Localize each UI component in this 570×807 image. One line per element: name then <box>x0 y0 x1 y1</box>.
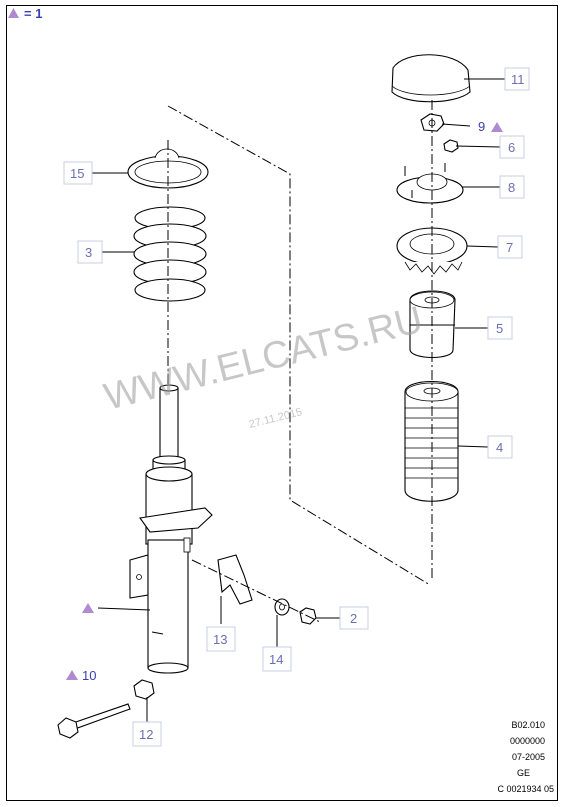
callout-14[interactable]: 14 <box>262 646 292 672</box>
legend-text: = 1 <box>24 6 42 21</box>
callout-6[interactable]: 6 <box>499 135 525 159</box>
svg-text:6: 6 <box>508 140 515 155</box>
svg-text:14: 14 <box>269 652 283 667</box>
coil-spring <box>133 206 207 302</box>
code-line-3: 07-2005 <box>512 752 545 762</box>
callout-9[interactable]: 9 <box>478 119 503 134</box>
brake-hose-clip <box>217 554 253 605</box>
svg-text:9: 9 <box>478 119 485 134</box>
callout-4[interactable]: 4 <box>487 435 513 459</box>
triangle-icon <box>66 670 78 680</box>
watermark-date: 27.11.2015 <box>248 406 304 431</box>
triangle-icon <box>491 122 503 132</box>
strut-leader <box>97 607 151 611</box>
svg-text:13: 13 <box>213 632 227 647</box>
leader-6 <box>455 145 501 148</box>
callout-5[interactable]: 5 <box>487 316 513 340</box>
tube-bottom <box>147 662 189 674</box>
hardware-axis <box>191 559 321 623</box>
drawing-codes: B02.010 0000000 07-2005 GE C 0021934 05 <box>497 720 554 794</box>
svg-text:11: 11 <box>511 72 525 87</box>
svg-text:2: 2 <box>350 611 357 626</box>
svg-text:8: 8 <box>508 180 515 195</box>
diagram-frame <box>6 5 558 801</box>
assembly-outline <box>167 105 431 586</box>
code-line-4: GE <box>517 768 530 778</box>
spring-coil-5 <box>134 278 206 302</box>
code-line-2: 0000000 <box>510 736 545 746</box>
callout-15[interactable]: 15 <box>63 161 93 185</box>
callout-7[interactable]: 7 <box>497 235 523 259</box>
callout-12[interactable]: 12 <box>132 721 162 747</box>
legend: = 1 <box>8 6 42 21</box>
bracket-hole <box>136 574 142 580</box>
callout-11[interactable]: 11 <box>504 67 530 91</box>
callout-8[interactable]: 8 <box>499 175 525 199</box>
small-nut <box>443 139 459 153</box>
code-line-1: B02.010 <box>511 720 545 730</box>
callout-2[interactable]: 2 <box>339 606 369 630</box>
svg-text:5: 5 <box>496 321 503 336</box>
strut-tube <box>147 539 189 669</box>
bearing-teeth <box>404 261 463 275</box>
svg-text:3: 3 <box>85 245 92 260</box>
tube-slot <box>151 631 164 635</box>
strut-marker-icon <box>82 603 94 613</box>
svg-text:12: 12 <box>139 727 153 742</box>
strut-upper-body <box>145 473 193 545</box>
washer-hole <box>279 603 285 611</box>
pinch-bolt-head <box>57 717 79 739</box>
leader-4 <box>457 445 489 448</box>
rod-top <box>159 384 179 392</box>
strut-assembly <box>129 384 213 674</box>
insulator-tab <box>154 148 180 159</box>
triangle-icon <box>8 8 19 18</box>
spring-seat-flange <box>139 507 213 533</box>
svg-text:10: 10 <box>82 668 96 683</box>
svg-text:7: 7 <box>506 240 513 255</box>
pinch-nut <box>133 679 155 700</box>
watermark-text: WWW.ELCATS.RU <box>100 299 427 419</box>
top-cap-rim <box>391 85 471 96</box>
leader-9 <box>441 123 471 127</box>
svg-text:15: 15 <box>70 166 84 181</box>
svg-text:4: 4 <box>496 440 503 455</box>
dust-boot <box>404 381 459 502</box>
callout-13[interactable]: 13 <box>206 626 236 652</box>
tube-tab <box>183 537 191 553</box>
code-line-5: C 0021934 05 <box>497 784 554 794</box>
leader-7 <box>466 245 499 248</box>
collar-top <box>152 455 186 465</box>
callout-10[interactable]: 10 <box>66 668 96 683</box>
body-top <box>145 466 193 482</box>
pinch-bolt <box>69 703 131 731</box>
callout-3[interactable]: 3 <box>77 240 103 264</box>
